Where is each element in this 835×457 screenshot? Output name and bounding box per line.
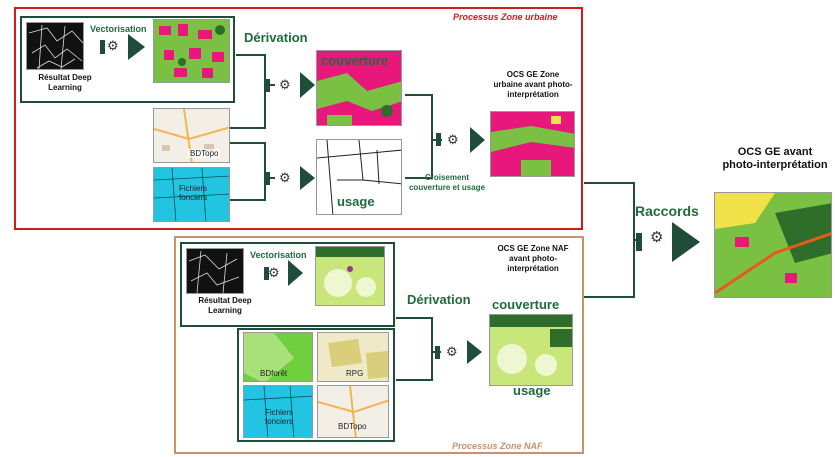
naf-fichiers-thumbnail: Fichiers fonciers xyxy=(243,385,313,438)
naf-rpg-label: RPG xyxy=(346,369,364,378)
gear-icon: ⚙ xyxy=(268,265,280,280)
urbain-usage-thumbnail: usage xyxy=(316,139,402,215)
naf-usage-label: usage xyxy=(513,383,551,398)
deep-learning-thumbnail xyxy=(26,22,84,70)
naf-vectorisation-thumbnail xyxy=(315,246,385,306)
naf-bdforet-label: BDforêt xyxy=(260,369,288,378)
naf-vectorisation-label: Vectorisation xyxy=(250,250,307,260)
raccords-label: Raccords xyxy=(635,203,699,219)
naf-deep-learning-label: Résultat Deep Learning xyxy=(198,296,252,315)
naf-couverture-label: couverture xyxy=(492,297,560,312)
naf-deep-learning-thumbnail xyxy=(186,248,244,294)
urbain-vectorisation-label: Vectorisation xyxy=(90,24,147,34)
naf-deep-learning-box xyxy=(180,242,395,327)
urbain-deep-learning-box xyxy=(20,16,235,103)
final-ocs-thumbnail xyxy=(714,192,832,298)
naf-rpg-thumbnail: RPG xyxy=(317,332,389,382)
arrow-right-icon xyxy=(288,260,303,286)
urbain-usage-label: usage xyxy=(337,194,375,209)
urbain-couverture-thumbnail: couverture xyxy=(316,50,402,126)
ocs-naf-thumbnail xyxy=(489,314,573,386)
arrow-right-icon xyxy=(470,127,485,153)
croisement-label: Croisement couverture et usage xyxy=(408,173,486,192)
gear-icon: ⚙ xyxy=(107,38,119,53)
urbain-bdtopo-thumbnail: BDTopo xyxy=(153,108,230,163)
naf-bdtopo-thumbnail: BDTopo xyxy=(317,385,389,438)
arrow-right-icon xyxy=(300,72,315,98)
naf-derivation-label: Dérivation xyxy=(407,292,471,307)
ocs-urbain-title: OCS GE Zone urbaine avant photo-interpré… xyxy=(493,70,573,99)
urbain-bdtopo-label: BDTopo xyxy=(188,149,221,158)
arrow-right-icon xyxy=(128,34,145,60)
naf-sources-box xyxy=(237,328,395,442)
urbain-couverture-label: couverture xyxy=(321,53,389,68)
process-urbain-frame xyxy=(14,7,583,230)
process-naf-title: Processus Zone NAF xyxy=(452,441,543,451)
urbain-deep-learning-label: Résultat Deep Learning xyxy=(38,73,92,92)
ocs-naf-title: OCS GE Zone NAF avant photo-interprétati… xyxy=(497,244,569,273)
urbain-derivation-label: Dérivation xyxy=(244,30,308,45)
gear-icon: ⚙ xyxy=(650,229,664,246)
gear-icon: ⚙ xyxy=(279,77,291,92)
ocs-urbain-thumbnail xyxy=(490,111,575,177)
arrow-right-icon xyxy=(467,340,482,364)
urbain-fichiers-label: Fichiers fonciers xyxy=(178,184,207,202)
naf-bdforet-thumbnail: BDforêt xyxy=(243,332,313,382)
process-urbain-title: Processus Zone urbaine xyxy=(453,12,558,22)
gear-icon: ⚙ xyxy=(446,344,458,359)
urbain-fichiers-thumbnail: Fichiers fonciers xyxy=(153,167,230,222)
gear-icon: ⚙ xyxy=(447,132,459,147)
naf-bdtopo-label: BDTopo xyxy=(338,422,367,431)
gear-icon: ⚙ xyxy=(279,170,291,185)
process-naf-frame xyxy=(174,236,584,454)
urbain-vectorisation-thumbnail xyxy=(153,19,230,83)
arrow-right-icon xyxy=(300,166,315,190)
naf-fichiers-label: Fichiers fonciers xyxy=(264,408,293,426)
arrow-right-icon xyxy=(672,222,700,262)
final-ocs-title: OCS GE avant photo-interprétation xyxy=(722,146,828,171)
